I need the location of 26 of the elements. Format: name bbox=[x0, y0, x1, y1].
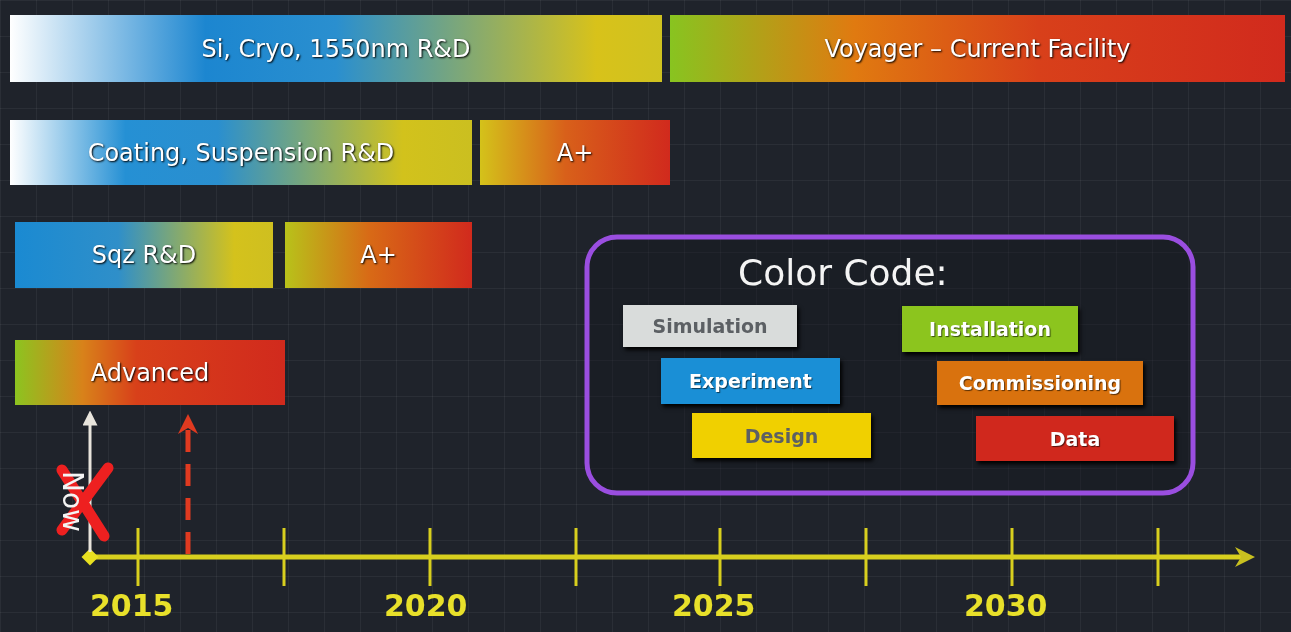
bar-label: Si, Cryo, 1550nm R&D bbox=[201, 34, 471, 63]
legend-label: Installation bbox=[929, 318, 1051, 340]
legend-label: Commissioning bbox=[958, 372, 1122, 394]
bar-label: A+ bbox=[556, 138, 594, 167]
timeline-bar bbox=[10, 15, 662, 82]
legend-label: Data bbox=[1049, 427, 1101, 450]
year-label: 2020 bbox=[384, 588, 468, 623]
bar-label: A+ bbox=[360, 241, 397, 269]
year-label: 2015 bbox=[90, 588, 174, 623]
now-label: Now bbox=[56, 471, 89, 532]
bar-label: Advanced bbox=[90, 358, 210, 387]
timeline-bar bbox=[10, 120, 472, 185]
bar-label: Coating, Suspension R&D bbox=[87, 138, 395, 167]
legend-label: Simulation bbox=[652, 315, 768, 337]
bar-label: Sqz R&D bbox=[91, 241, 197, 269]
year-label: 2030 bbox=[964, 588, 1048, 623]
timeline-bar bbox=[480, 120, 670, 185]
timeline-bar bbox=[285, 222, 472, 288]
legend-label: Design bbox=[744, 424, 819, 447]
legend-title: Color Code: bbox=[738, 252, 948, 293]
timeline-bar bbox=[670, 15, 1285, 82]
legend-label: Experiment bbox=[689, 370, 812, 392]
timeline-bar bbox=[15, 340, 285, 405]
year-label: 2025 bbox=[672, 588, 756, 623]
bar-label: Voyager – Current Facility bbox=[824, 34, 1131, 63]
timeline-bar bbox=[15, 222, 273, 288]
